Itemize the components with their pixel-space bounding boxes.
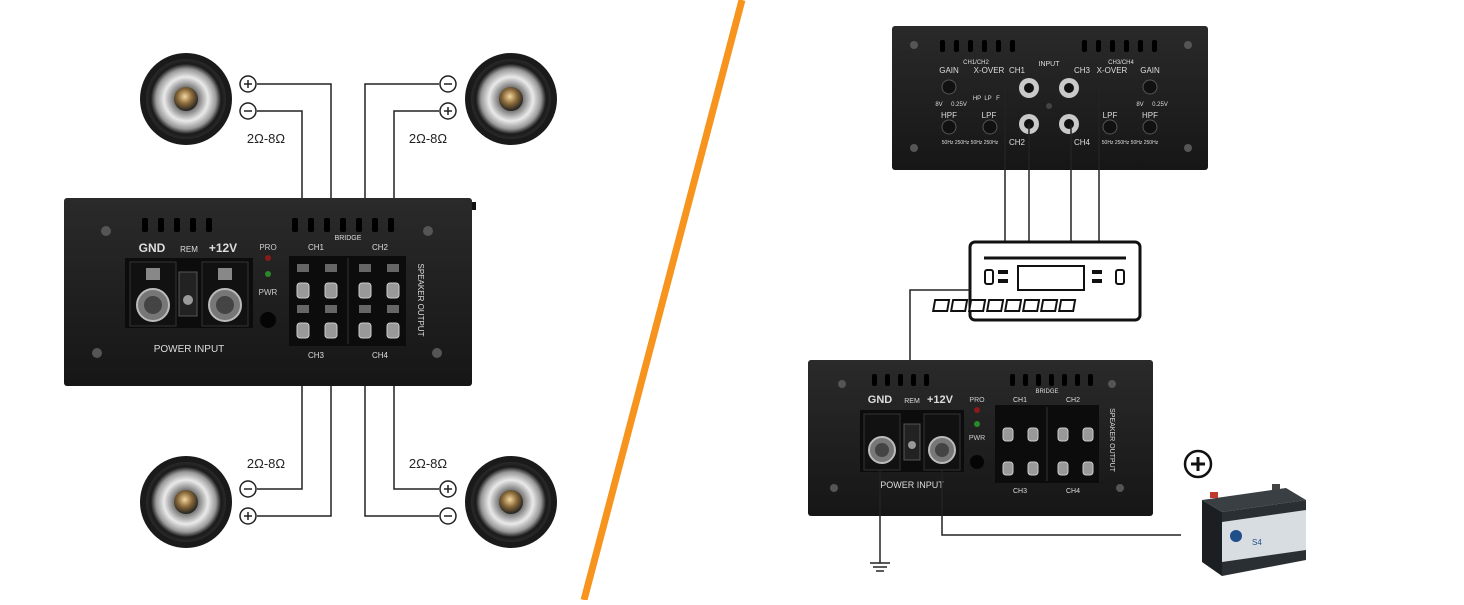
top-amp-gain-left-label: GAIN	[939, 66, 959, 75]
top-amp-ch3-label: CH3	[1074, 66, 1091, 75]
left-amp-gnd-label: GND	[139, 241, 166, 255]
amplifier-left: GND REM +12V PRO PWR POWER INPUT BRIDGE …	[64, 198, 476, 386]
left-amp-pro-label: PRO	[259, 243, 276, 252]
bottom-amp-power-input-label: POWER INPUT	[880, 480, 944, 490]
top-amp-lpf-right-label: LPF	[1103, 111, 1118, 120]
head-unit	[931, 240, 1142, 322]
rca-cables	[1004, 83, 1100, 242]
amplifier-top-right: CH1/CH2 CH3/CH4 GAIN X-OVER INPUT CH1 CH…	[892, 26, 1208, 170]
bottom-amp-ch2-label: CH2	[1066, 397, 1080, 404]
top-amp-freq-left-label: 50Hz 250Hz 50Hz 250Hz	[942, 140, 999, 146]
top-amp-ch4-label: CH4	[1074, 138, 1091, 147]
speaker-bottom-left	[140, 456, 232, 548]
top-amp-hpf-right-label: HPF	[1142, 111, 1158, 120]
left-amp-ch2-label: CH2	[372, 243, 389, 252]
left-amp-speaker-output-label: SPEAKER OUTPUT	[416, 264, 425, 337]
bottom-amp-bridge-label: BRIDGE	[1035, 389, 1058, 395]
bottom-amp-ch4-label: CH4	[1066, 488, 1080, 495]
top-amp-8v-right-label: 8V	[1136, 102, 1143, 108]
top-amp-025v-left-label: 0.25V	[951, 102, 967, 108]
bottom-amp-rem-label: REM	[904, 398, 920, 405]
top-amp-input-label: INPUT	[1039, 61, 1061, 68]
impedance-label-bottom-left: 2Ω-8Ω	[247, 456, 286, 471]
top-amp-lpf-left-label: LPF	[982, 111, 997, 120]
left-amp-ch1-label: CH1	[308, 243, 325, 252]
top-amp-hp-label: HP	[973, 96, 981, 102]
ground-symbol	[870, 562, 890, 572]
top-amp-lp-label: LP	[984, 96, 991, 102]
battery-label: S4	[1252, 538, 1262, 547]
amplifier-bottom-right: GND REM +12V PRO PWR POWER INPUT BRIDGE …	[808, 360, 1153, 516]
left-amp-bridge-label: BRIDGE	[335, 235, 362, 242]
left-amp-ch4-label: CH4	[372, 351, 389, 360]
bottom-amp-ch1-label: CH1	[1013, 397, 1027, 404]
top-amp-025v-right-label: 0.25V	[1152, 102, 1168, 108]
left-amp-rem-label: REM	[180, 245, 198, 254]
left-amp-ch3-label: CH3	[308, 351, 325, 360]
speaker-top-left	[140, 53, 232, 145]
top-amp-hpf-left-label: HPF	[941, 111, 957, 120]
bottom-amp-ch3-label: CH3	[1013, 488, 1027, 495]
bottom-amp-pro-label: PRO	[969, 397, 985, 404]
bottom-amp-speaker-output-label: SPEAKER OUTPUT	[1108, 408, 1115, 473]
top-amp-ch12-label: CH1/CH2	[963, 60, 989, 66]
power-wires	[879, 470, 1181, 563]
impedance-label-bottom-right: 2Ω-8Ω	[409, 456, 448, 471]
polarity-symbols-left	[239, 75, 457, 525]
impedance-label-top-left: 2Ω-8Ω	[247, 131, 286, 146]
speaker-bottom-right	[465, 456, 557, 548]
left-amp-12v-label: +12V	[209, 241, 237, 255]
top-amp-f-label: F	[996, 96, 1000, 102]
top-amp-ch1-label: CH1	[1009, 66, 1026, 75]
divider-line	[580, 0, 746, 601]
impedance-label-top-right: 2Ω-8Ω	[409, 131, 448, 146]
bottom-amp-12v-label: +12V	[927, 394, 954, 406]
top-amp-ch34-label: CH3/CH4	[1108, 60, 1134, 66]
top-amp-ch2-label: CH2	[1009, 138, 1026, 147]
top-amp-8v-left-label: 8V	[935, 102, 942, 108]
top-amp-gain-right-label: GAIN	[1140, 66, 1160, 75]
bottom-amp-pwr-label: PWR	[969, 435, 985, 442]
speaker-wires-left	[257, 83, 439, 517]
battery: S4	[1183, 449, 1306, 576]
speaker-top-right	[465, 53, 557, 145]
top-amp-freq-right-label: 50Hz 250Hz 50Hz 250Hz	[1102, 140, 1159, 146]
top-amp-xover-left-label: X-OVER	[974, 66, 1005, 75]
left-amp-pwr-label: PWR	[259, 288, 278, 297]
top-amp-xover-right-label: X-OVER	[1097, 66, 1128, 75]
bottom-amp-gnd-label: GND	[868, 394, 893, 406]
left-amp-power-input-label: POWER INPUT	[154, 344, 225, 355]
